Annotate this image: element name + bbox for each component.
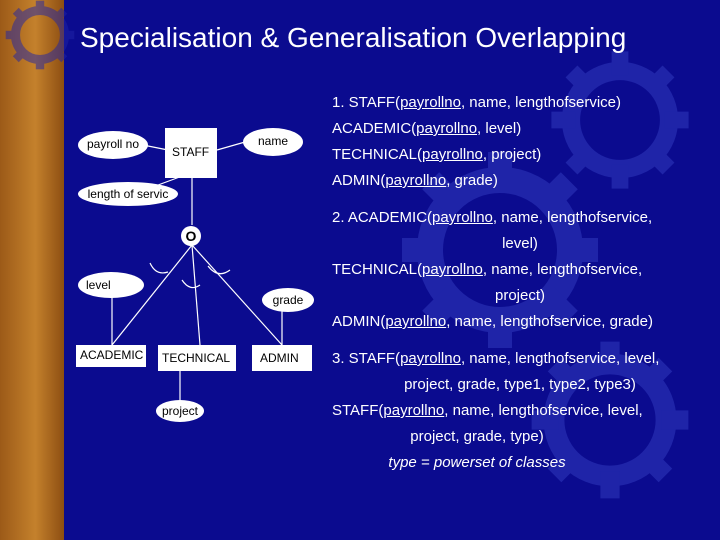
attr-project-oval: project [156, 400, 204, 422]
opt3-line3: STAFF(payrollno, name, lengthofservice, … [332, 402, 643, 419]
opt2-line2: level) [502, 235, 538, 252]
opt2-line1: 2. ACADEMIC(payrollno, name, lengthofser… [332, 209, 653, 226]
opt3-line4: project, grade, type) [410, 428, 544, 445]
attr-payrollno-oval: payroll no [78, 131, 148, 159]
opt2-line5: ADMIN(payrollno, name, lengthofservice, … [332, 313, 653, 330]
opt1-line3: TECHNICAL(payrollno, project) [332, 146, 542, 163]
opt2-line3: TECHNICAL(payrollno, name, lengthofservi… [332, 261, 643, 278]
opt3-line5: type = powerset of classes [388, 454, 566, 471]
decorative-sidebar [0, 0, 64, 540]
opt2-line4: project) [494, 287, 546, 304]
opt3-line1: 3. STAFF(payrollno, name, lengthofservic… [332, 350, 660, 367]
subclass-admin: ADMIN [252, 345, 312, 371]
overlap-constraint-circle: O [181, 226, 201, 246]
subclass-academic: ACADEMIC [76, 345, 146, 367]
slide-title: Specialisation & Generalisation Overlapp… [80, 22, 627, 53]
opt1-line1: 1. STAFF(payrollno, name, lengthofservic… [332, 94, 622, 111]
entity-staff: STAFF [165, 128, 217, 178]
opt1-line2: ACADEMIC(payrollno, level) [332, 120, 522, 137]
attr-level-oval: level [78, 272, 144, 298]
attr-name-oval: name [243, 128, 303, 156]
opt3-line2: project, grade, type1, type2, type3) [404, 376, 636, 393]
attr-lengthofservice-oval: length of servic [78, 182, 178, 206]
opt1-line4: ADMIN(payrollno, grade) [332, 172, 498, 189]
attr-grade-oval: grade [262, 288, 314, 312]
subclass-technical: TECHNICAL [158, 345, 236, 371]
